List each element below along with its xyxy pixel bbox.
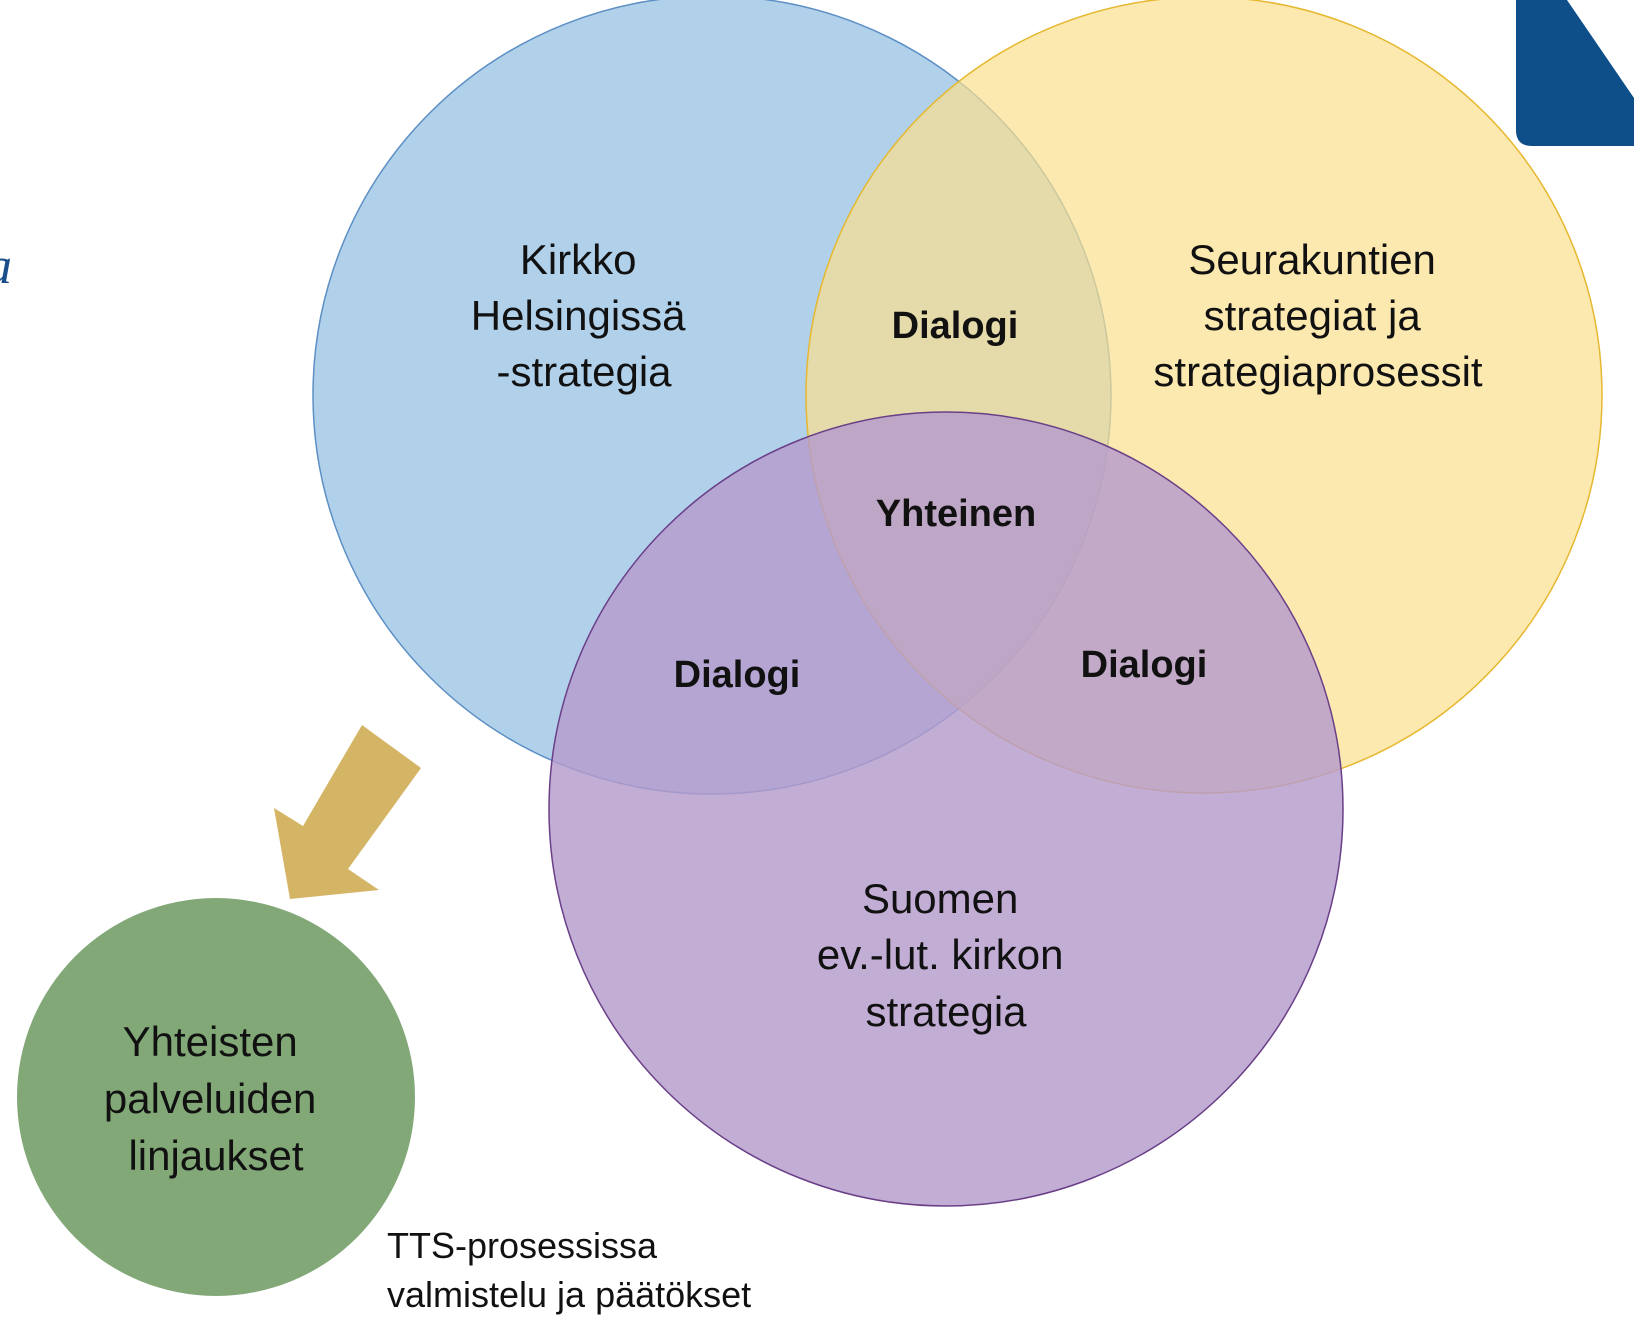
partial-left-text: a (0, 238, 12, 295)
overlap-dialogi-left: Dialogi (674, 654, 801, 696)
overlap-yhteinen-center: Yhteinen (876, 493, 1036, 535)
overlap-dialogi-right: Dialogi (1081, 644, 1208, 686)
suomen-kirkon-strategia-label: Suomen ev.-lut. kirkon strategia (817, 875, 1075, 1035)
tts-process-note: TTS-prosessissa valmistelu ja päätökset (387, 1225, 751, 1315)
circle-suomen-kirkon-strategia (548, 411, 1344, 1207)
kirkko-helsingissa-label: Kirkko Helsingissä -strategia (471, 236, 697, 395)
arrow-down-left-icon (274, 725, 421, 899)
corner-logo-icon (1516, 0, 1634, 146)
yhteisten-palveluiden-label: Yhteisten palveluiden linjaukset (104, 1018, 328, 1179)
overlap-dialogi-top: Dialogi (892, 305, 1019, 347)
seurakuntien-strategiat-label: Seurakuntien strategiat ja strategiapros… (1153, 236, 1482, 395)
circle-yhteisten-palveluiden (17, 898, 415, 1296)
